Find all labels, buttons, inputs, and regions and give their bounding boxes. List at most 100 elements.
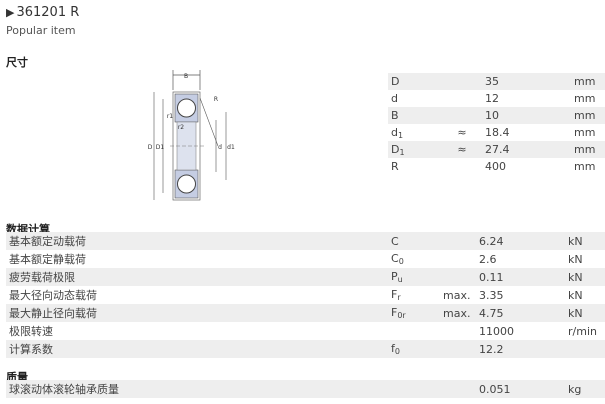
- dimension-row: d1 ≈18.4 mm: [388, 124, 605, 141]
- property-qualifier: max.: [443, 288, 471, 302]
- dimension-unit: mm: [571, 107, 605, 124]
- property-symbol: f0: [391, 340, 443, 358]
- property-qualifier: [443, 380, 479, 398]
- symbol-letter: B: [391, 109, 399, 122]
- dimensions-heading: 尺寸: [6, 56, 28, 69]
- dimension-approx: ≈: [457, 126, 467, 139]
- property-unit: [568, 340, 605, 358]
- dimension-approx: [439, 158, 482, 175]
- property-value: 0.11: [479, 268, 568, 286]
- property-qualifier: [443, 268, 479, 286]
- symbol-subscript: 0: [398, 257, 404, 266]
- property-symbol: C0: [391, 250, 443, 268]
- property-value: 0.051: [479, 380, 568, 398]
- dimension-unit: mm: [574, 92, 596, 105]
- symbol-subscript: u: [397, 275, 403, 284]
- dimension-symbol: D1: [388, 141, 439, 158]
- product-title: ▶361201 R: [6, 5, 79, 20]
- property-value: 12.2: [479, 340, 568, 358]
- dimension-unit: mm: [571, 73, 605, 90]
- property-value: 11000: [479, 324, 514, 338]
- ball-top: [177, 98, 196, 118]
- property-label: 球滚动体滚轮轴承质量: [6, 380, 391, 398]
- property-qualifier: [443, 232, 479, 250]
- property-label: 计算系数: [6, 340, 391, 358]
- R-leader-line: [199, 97, 219, 147]
- property-qualifier: [443, 250, 479, 268]
- symbol-letter: C: [391, 252, 399, 265]
- property-unit: kN: [568, 232, 605, 250]
- dimension-approx: [439, 90, 482, 107]
- dimension-unit: mm: [574, 126, 596, 139]
- property-symbol: C: [391, 232, 443, 250]
- dimension-approx: ≈: [439, 141, 482, 158]
- calculation-row: 基本额定静载荷 C0 2.6 kN: [6, 250, 605, 268]
- label-D1: D1: [156, 144, 165, 151]
- label-d1: d1: [227, 144, 235, 151]
- property-label: 最大径向动态载荷: [9, 289, 97, 302]
- property-unit: kg: [568, 380, 605, 398]
- dimension-symbol: d1: [388, 124, 439, 141]
- property-label: 疲劳载荷极限: [6, 268, 391, 286]
- dimension-value: 10: [482, 107, 571, 124]
- property-unit: r/min: [568, 324, 597, 338]
- label-R: R: [214, 96, 218, 103]
- symbol-letter: F: [391, 288, 398, 301]
- symbol-letter: C: [391, 234, 399, 248]
- symbol-letter: D: [391, 75, 400, 88]
- symbol-letter: d: [391, 125, 398, 139]
- dimension-unit: mm: [574, 160, 596, 173]
- dimension-value: 27.4: [482, 141, 571, 158]
- symbol-subscript: 0r: [397, 311, 406, 320]
- symbol-subscript: r: [397, 293, 401, 302]
- property-qualifier: [443, 322, 479, 340]
- symbol-letter: F: [391, 306, 398, 319]
- dimension-approx: [439, 73, 482, 90]
- dimension-symbol: B: [388, 107, 439, 124]
- symbol-letter: R: [391, 160, 399, 173]
- property-qualifier: max.: [443, 304, 479, 322]
- property-unit: kN: [568, 288, 583, 302]
- label-d: d: [218, 144, 222, 151]
- dimension-approx: [439, 107, 482, 124]
- label-r1: r1: [167, 113, 173, 120]
- property-label: 基本额定静载荷: [9, 253, 86, 266]
- property-symbol: F0r: [391, 304, 443, 322]
- label-B: B: [184, 73, 188, 80]
- property-unit: kN: [568, 252, 583, 266]
- ball-bottom: [177, 174, 196, 194]
- property-value: 4.75: [479, 304, 568, 322]
- title-arrow-icon: ▶: [6, 6, 15, 19]
- symbol-letter: D: [391, 142, 400, 156]
- dimension-symbol: D: [388, 73, 439, 90]
- property-value: 2.6: [479, 252, 497, 266]
- product-code: 361201 R: [16, 5, 80, 20]
- dimension-symbol: d: [388, 90, 439, 107]
- property-label: 极限转速: [9, 325, 53, 338]
- dimension-unit: mm: [571, 141, 605, 158]
- dimension-value: 18.4: [485, 126, 510, 139]
- label-D: D: [148, 144, 153, 151]
- calculation-row: 极限转速 11000 r/min: [6, 322, 605, 340]
- property-label: 基本额定动载荷: [6, 232, 391, 250]
- property-symbol: [391, 380, 443, 398]
- symbol-letter: d: [391, 92, 398, 105]
- symbol-subscript: 1: [397, 130, 404, 140]
- property-unit: kN: [568, 268, 605, 286]
- property-value: 6.24: [479, 232, 568, 250]
- property-symbol: Fr: [391, 286, 443, 304]
- symbol-subscript: 0: [394, 347, 400, 356]
